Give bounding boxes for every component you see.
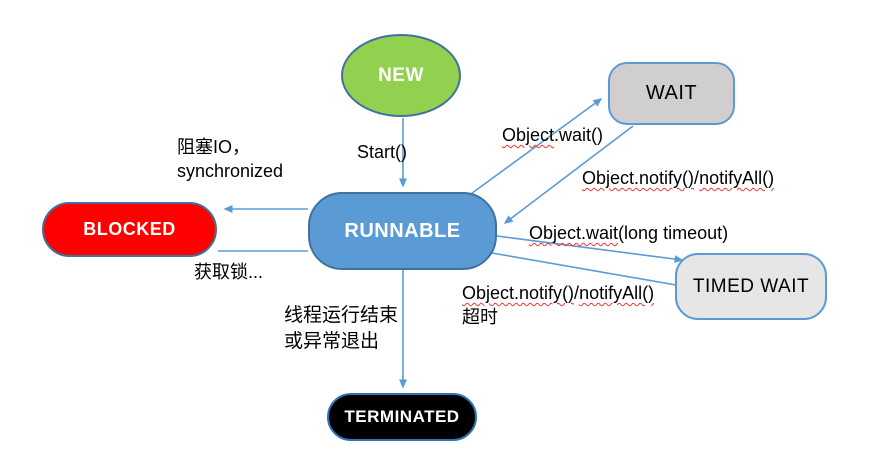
wait-timeout-plain: (long timeout)	[618, 223, 729, 243]
notify-part2: notifyAll()	[699, 168, 775, 188]
edge-label-thread-end: 线程运行结束 或异常退出	[284, 303, 398, 354]
blocked-io-line1: 阻塞IO，	[177, 137, 251, 157]
blocked-io-line2: synchronized	[177, 161, 284, 182]
edge-label-notify-timeout: Object.notify()/notifyAll() 超时	[462, 281, 654, 330]
edge-runnable-to-wait	[463, 98, 603, 200]
node-terminated-label: TERMINATED	[344, 407, 460, 426]
wait-timeout-wavy: Object.wait	[529, 223, 619, 243]
notify-timeout-line1: Object.notify()/notifyAll()	[462, 281, 654, 305]
node-new: NEW	[341, 34, 461, 117]
edge-timedwait-to-runnable	[491, 252, 677, 286]
thread-end-line2: 或异常退出	[284, 330, 380, 352]
acquire-lock-text: 获取锁...	[194, 262, 264, 282]
notify-part1: Object.notify()	[582, 168, 695, 188]
start-label-text: Start()	[357, 142, 408, 162]
notify-timeout-separator: /	[574, 283, 580, 303]
node-new-label: NEW	[378, 64, 424, 86]
edge-label-notify: Object.notify()/notifyAll()	[582, 166, 774, 190]
thread-end-line1: 线程运行结束	[284, 305, 399, 326]
node-wait: WAIT	[608, 62, 735, 125]
notify-separator: /	[694, 168, 700, 188]
edge-label-wait-timeout: Object.wait(long timeout)	[529, 221, 728, 245]
edge-label-blocked-io: 阻塞IO， synchronized	[177, 135, 283, 184]
object-wait-wavy: Object	[502, 125, 555, 145]
edge-label-acquire-lock: 获取锁...	[194, 260, 263, 284]
object-wait-plain: .wait()	[554, 125, 604, 145]
notify-timeout-part1: Object.notify()	[462, 283, 575, 303]
node-runnable: RUNNABLE	[308, 192, 497, 270]
node-wait-label: WAIT	[645, 82, 698, 104]
node-runnable-label: RUNNABLE	[344, 219, 461, 242]
notify-timeout-line2: 超时	[462, 307, 498, 328]
node-terminated: TERMINATED	[327, 393, 477, 441]
edge-label-start: Start()	[357, 140, 407, 164]
notify-timeout-part2: notifyAll()	[579, 283, 655, 303]
node-blocked: BLOCKED	[42, 202, 217, 257]
edge-runnable-to-timedwait	[496, 235, 684, 264]
edge-label-object-wait: Object.wait()	[502, 123, 603, 147]
node-blocked-label: BLOCKED	[83, 219, 176, 239]
node-timed-wait: TIMED WAIT	[675, 253, 827, 320]
node-timed-wait-label: TIMED WAIT	[692, 275, 810, 297]
edge-wait-to-runnable	[503, 125, 634, 224]
